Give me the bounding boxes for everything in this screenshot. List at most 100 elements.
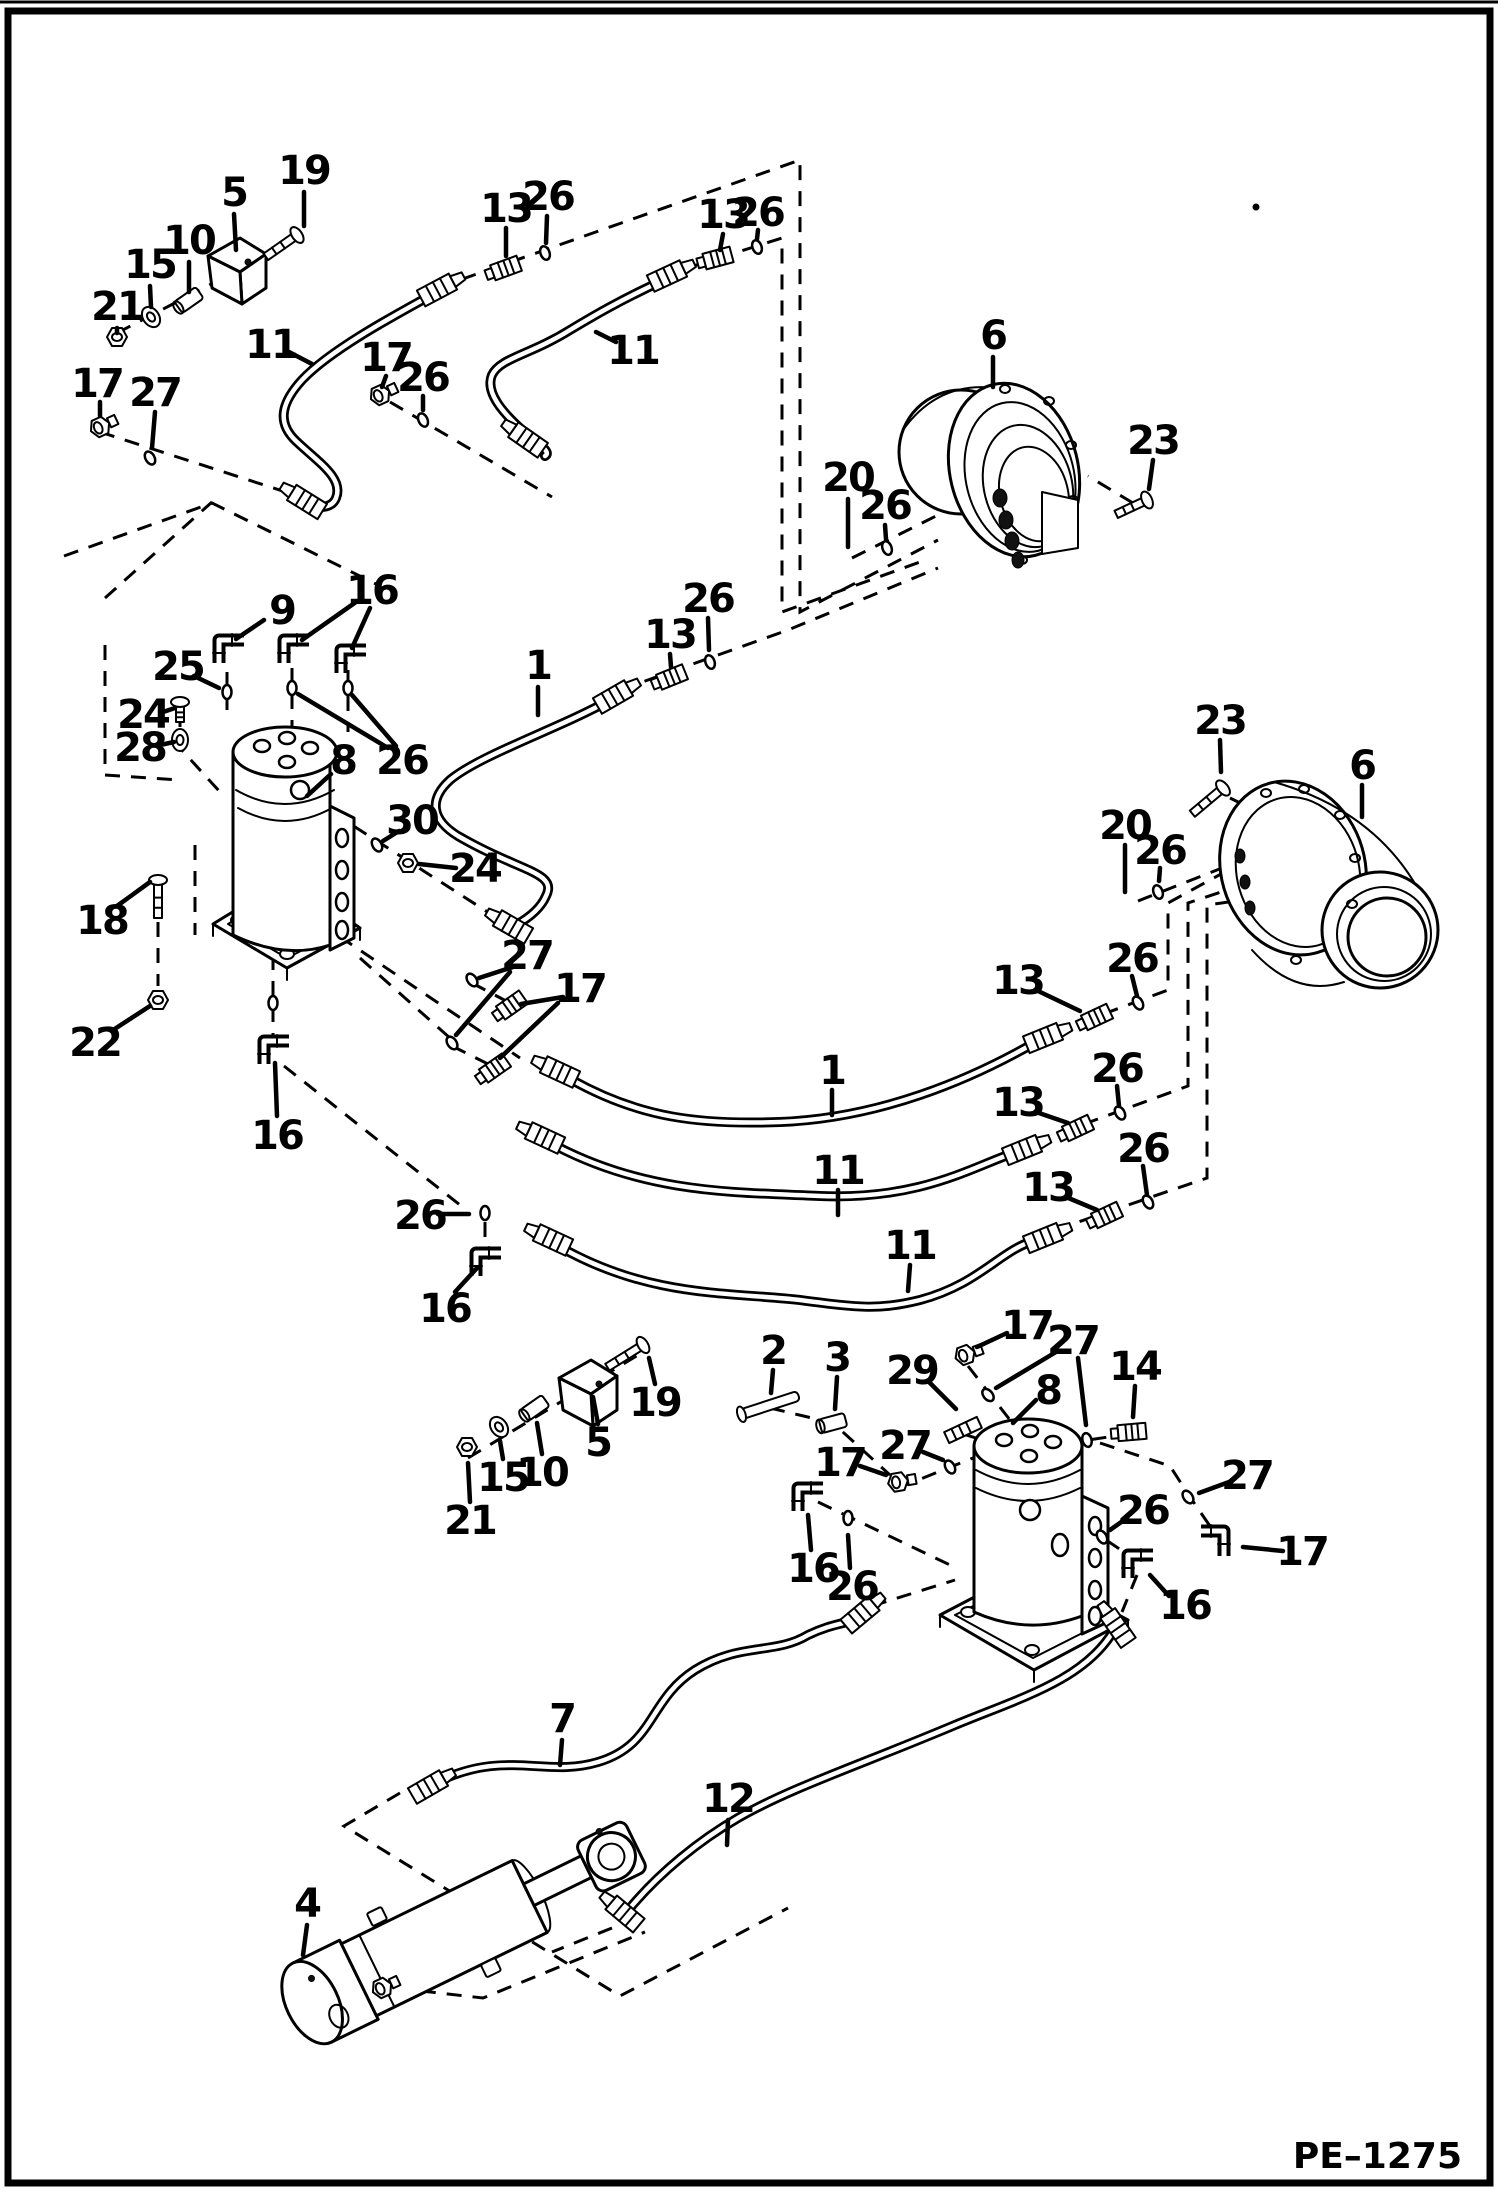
artifact-layer — [1252, 203, 1260, 211]
callout-17: 17 — [814, 1440, 889, 1486]
o-ring — [981, 1387, 995, 1403]
hose-coupler — [278, 481, 329, 521]
callout-26: 26 — [859, 483, 913, 542]
callout-16: 16 — [251, 1060, 305, 1159]
hose-7-core — [432, 1614, 861, 1786]
callout-label: 8 — [1035, 1368, 1061, 1414]
callout-label: 23 — [1194, 698, 1246, 744]
callout-8: 8 — [1010, 1368, 1063, 1426]
callout-5: 5 — [221, 170, 249, 253]
callout-label: 4 — [294, 1881, 320, 1927]
callout-13: 13 — [697, 192, 751, 253]
callout-26: 26 — [1117, 1126, 1171, 1198]
callout-28: 28 — [114, 725, 177, 771]
callout-label: 6 — [980, 313, 1006, 359]
callout-label: 3 — [824, 1335, 850, 1381]
callout-label: 27 — [501, 933, 553, 979]
callout-24: 24 — [416, 846, 503, 892]
callout-label: 26 — [1117, 1126, 1169, 1172]
callout-label: 6 — [1349, 743, 1375, 789]
hose-coupler — [591, 677, 642, 715]
callout-17: 17 — [497, 966, 608, 1061]
callout-2: 2 — [760, 1328, 788, 1396]
callout-17: 17 — [360, 335, 414, 390]
callout-label: 11 — [812, 1148, 864, 1194]
callout-1: 1 — [819, 1048, 847, 1118]
callout-label: 15 — [124, 242, 176, 288]
callout-19: 19 — [278, 148, 332, 229]
callout-label: 26 — [1091, 1046, 1143, 1092]
spacer — [518, 1394, 550, 1423]
callout-24: 24 — [117, 692, 178, 738]
callout-label: 7 — [549, 1696, 575, 1742]
o-ring — [1081, 1431, 1093, 1449]
callout-6: 6 — [1349, 743, 1377, 820]
callout-26: 26 — [522, 174, 576, 246]
o-ring — [750, 238, 764, 256]
callout-label: 18 — [76, 898, 128, 944]
hose-coupler — [645, 258, 697, 293]
callout-label: 21 — [444, 1498, 496, 1544]
callout-label: 15 — [477, 1455, 529, 1501]
callout-26: 26 — [732, 190, 786, 242]
callout-label: 26 — [682, 576, 734, 622]
callout-14: 14 — [1109, 1344, 1163, 1420]
callout-5: 5 — [585, 1394, 613, 1466]
callout-label: 17 — [554, 966, 606, 1012]
callout-label: 5 — [221, 170, 247, 216]
hose-12-core — [627, 1627, 1117, 1911]
callout-label: 19 — [278, 148, 330, 194]
callout-7: 7 — [549, 1696, 577, 1768]
union-fitting — [1055, 1113, 1096, 1143]
callout-13: 13 — [992, 958, 1083, 1014]
callout-4: 4 — [294, 1881, 322, 1958]
print-dot — [1252, 203, 1260, 211]
callout-20: 20 — [822, 455, 876, 550]
elbow-fitting — [1201, 1524, 1231, 1556]
o-ring — [370, 837, 384, 853]
hose-coupler — [484, 907, 535, 945]
callout-label: 26 — [1106, 936, 1158, 982]
travel-motor-top — [897, 381, 1082, 569]
union-fitting — [649, 663, 689, 691]
callout-label: 13 — [480, 186, 532, 232]
callout-12: 12 — [702, 1776, 756, 1848]
callout-label: 27 — [1221, 1453, 1273, 1499]
callout-26: 26 — [1091, 1046, 1145, 1109]
callout-label: 16 — [419, 1286, 471, 1332]
o-ring — [342, 679, 354, 697]
callout-26: 26 — [826, 1532, 880, 1610]
hex-plug — [371, 1974, 402, 2000]
callout-13: 13 — [644, 612, 698, 670]
hose-coupler — [1021, 1221, 1074, 1255]
callout-label: 24 — [449, 846, 501, 892]
hex-plug — [887, 1471, 918, 1493]
union-fitting — [695, 245, 735, 271]
o-ring — [286, 679, 298, 697]
callout-label: 30 — [386, 798, 438, 844]
callout-label: 1 — [525, 643, 551, 689]
hose-coupler — [415, 271, 467, 308]
hex-plug — [89, 413, 120, 439]
diagram-code: PE–1275 — [1293, 2136, 1462, 2177]
callout-27: 27 — [879, 1423, 946, 1469]
callout-26: 26 — [394, 1193, 472, 1239]
callout-label: 10 — [163, 218, 215, 264]
callout-label: 22 — [69, 1020, 121, 1066]
o-ring — [703, 653, 717, 671]
callout-26: 26 — [1134, 828, 1188, 884]
clevis-pin — [735, 1391, 801, 1423]
callout-26: 26 — [682, 576, 736, 653]
callout-label: 9 — [269, 588, 295, 634]
mounting-bracket-top — [206, 236, 268, 306]
callout-label: 13 — [992, 958, 1044, 1004]
callout-26: 26 — [1106, 936, 1160, 999]
callout-label: 23 — [1127, 418, 1179, 464]
travel-motor-right — [1218, 779, 1440, 990]
callout-15: 15 — [477, 1438, 531, 1501]
callout-17: 17 — [71, 361, 125, 419]
callout-30: 30 — [380, 798, 440, 844]
callout-11: 11 — [593, 328, 661, 374]
callout-10: 10 — [516, 1420, 570, 1496]
hose-coupler — [515, 1120, 567, 1155]
